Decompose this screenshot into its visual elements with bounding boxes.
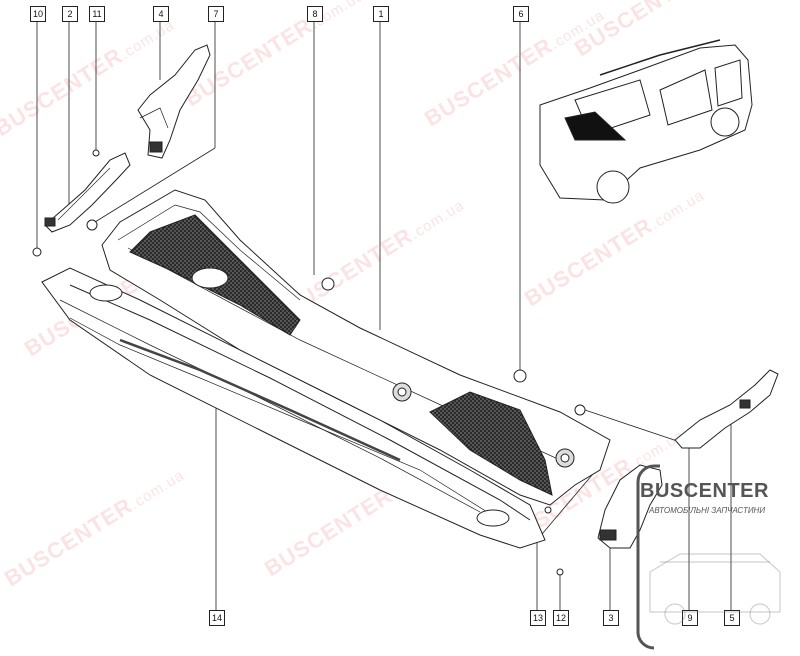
- callout-14: 14: [209, 610, 225, 626]
- bracket-part-3: [597, 464, 663, 549]
- bracket-part-4: [137, 44, 211, 159]
- logo-tagline: АВТОМОБІЛЬНІ ЗАПЧАСТИНИ: [649, 506, 766, 515]
- callout-11: 11: [89, 6, 105, 22]
- buscenter-logo: [636, 464, 781, 650]
- leader-lines: [36, 21, 732, 610]
- callout-12: 12: [553, 610, 569, 626]
- bracket-part-2: [44, 152, 131, 233]
- logo-name: BUSCENTER: [640, 480, 769, 502]
- callout-6: 6: [513, 6, 529, 22]
- upper-cowl-grille: [101, 189, 611, 514]
- callout-3: 3: [603, 610, 619, 626]
- callout-1: 1: [373, 6, 389, 22]
- callout-9: 9: [682, 610, 698, 626]
- vehicle-inset: [539, 39, 753, 204]
- callout-8: 8: [307, 6, 323, 22]
- callout-4: 4: [153, 6, 169, 22]
- callout-2: 2: [62, 6, 78, 22]
- callout-10: 10: [30, 6, 46, 22]
- bracket-part-5: [674, 369, 779, 449]
- fasteners: [32, 149, 586, 576]
- lower-cowl-panel: [41, 267, 546, 549]
- callout-5: 5: [724, 610, 740, 626]
- callout-13: 13: [530, 610, 546, 626]
- callout-7: 7: [208, 6, 224, 22]
